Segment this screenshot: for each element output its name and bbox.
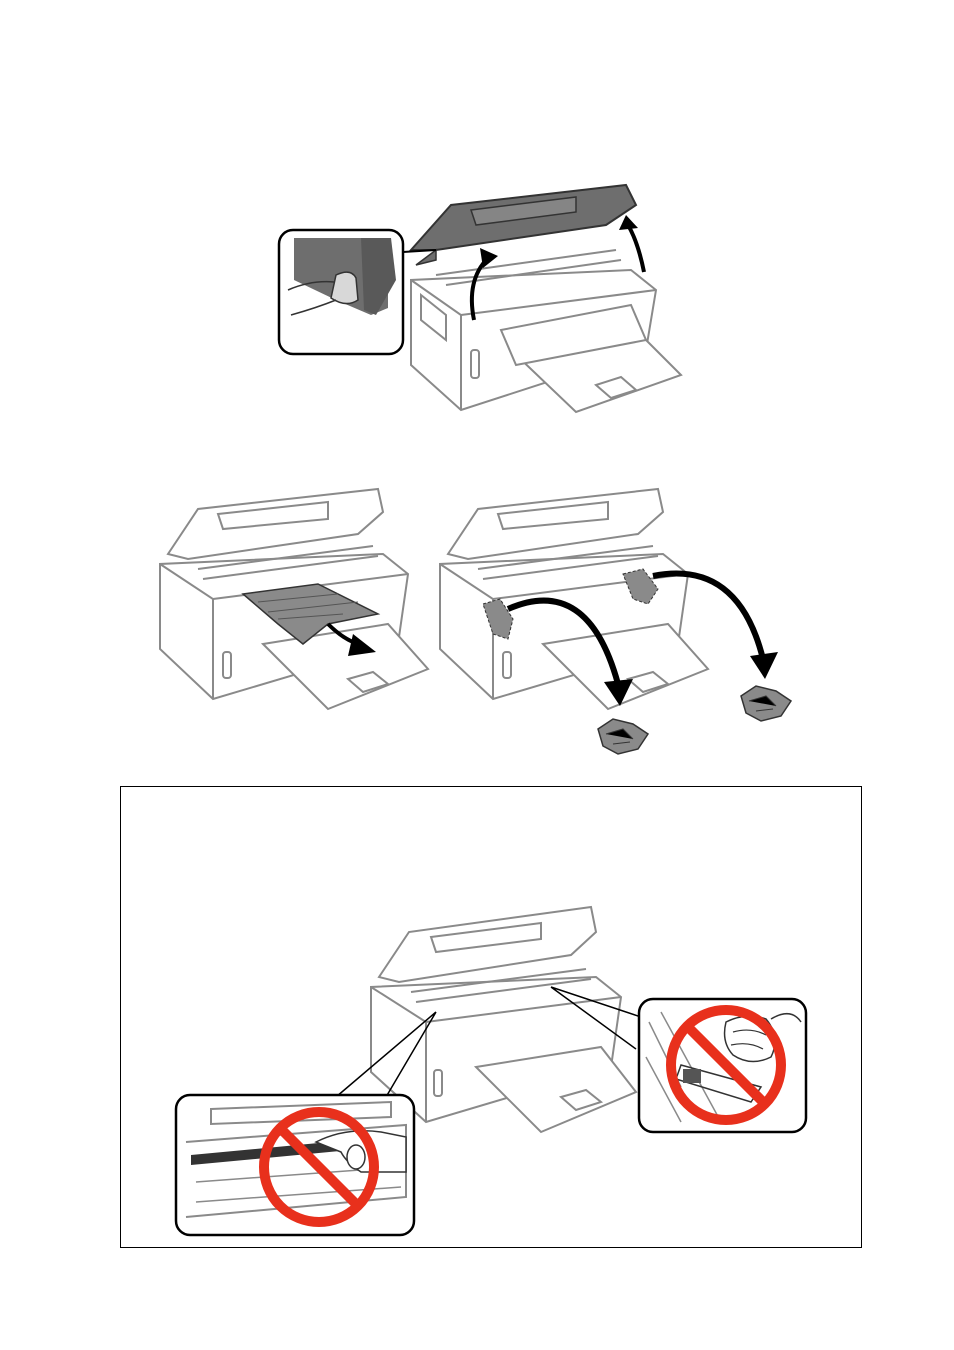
printer-remove-torn-pieces-icon <box>438 484 798 762</box>
figure-open-scanner <box>276 180 686 416</box>
do-not-touch-inside-icon <box>121 787 863 1249</box>
caution-note-box <box>120 786 862 1248</box>
printer-pull-out-paper-icon <box>158 484 430 720</box>
printer-open-scanner-lift-icon <box>276 180 686 416</box>
figure-remove-torn-pieces <box>438 484 798 762</box>
figure-remove-jammed-paper <box>158 484 430 720</box>
